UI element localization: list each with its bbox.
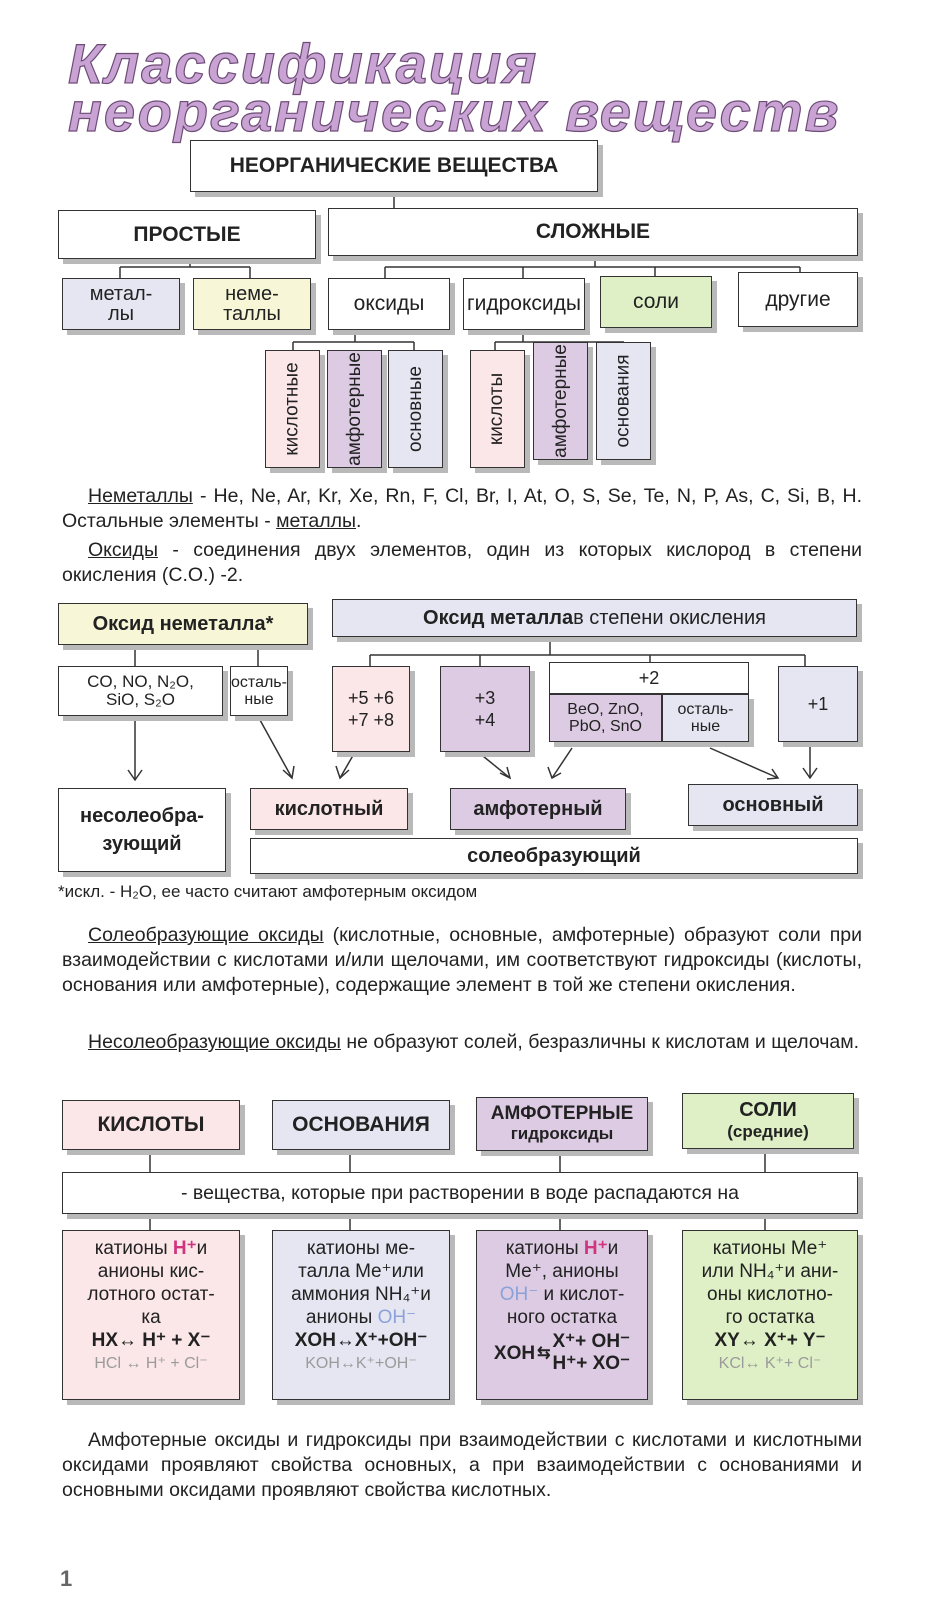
acidic-box: кислотный — [250, 788, 408, 830]
page-title-line1: Классификация — [67, 32, 539, 95]
hydroxides-box: гидроксиды — [463, 278, 585, 330]
oxidation-state-5-8-box: +5 +6 +7 +8 — [332, 666, 410, 752]
acidic-oxides-box: кислотные — [265, 350, 320, 468]
nonmetal-oxide-box: Оксид неметалла* — [58, 603, 308, 645]
simple-substances-box: ПРОСТЫЕ — [58, 210, 316, 259]
basic-oxides-box: основные — [388, 350, 443, 468]
oxides-box: оксиды — [328, 278, 450, 330]
bases-box: основания — [596, 342, 651, 460]
amphoteric-dissociation-box: катионы H⁺и Me⁺, анионы OH⁻ и кислот- но… — [476, 1230, 648, 1400]
amphoteric-2-oxides-box: BeO, ZnO, PbO, SnO — [549, 694, 662, 742]
others-box: другие — [738, 272, 858, 327]
metals-box: метал- лы — [62, 278, 180, 330]
acids-dissociation-box: катионы H⁺и анионы кис- лотного остат- к… — [62, 1230, 240, 1400]
amphoteric-hydroxides-box: амфотерные — [533, 342, 588, 460]
nonmetals-paragraph: Неметаллы - He, Ne, Ar, Kr, Xe, Rn, F, C… — [62, 485, 862, 532]
oxidation-state-2-box: +2 — [549, 662, 749, 694]
metal-oxide-box: Оксид металла в степени окисления — [332, 599, 857, 637]
nonsalt-oxide-list-box: CO, NO, N₂O, SiO, S₂O — [58, 666, 223, 716]
salt-forming-box: солеобразующий — [250, 838, 858, 874]
salts-box: соли — [600, 276, 712, 328]
salt-forming-paragraph: Солеобразующие оксиды (кислотные, основн… — [62, 924, 862, 996]
oxidation-state-3-4-box: +3 +4 — [440, 666, 530, 752]
nonsalt-forming-paragraph: Несолеобразующие оксиды не образуют соле… — [88, 1031, 860, 1053]
other-nonmetal-oxides-box: осталь- ные — [230, 666, 288, 716]
amphoteric-box: амфотерный — [450, 788, 626, 830]
page-number: 1 — [60, 1566, 73, 1591]
salts-header-box: СОЛИ(средние) — [682, 1093, 854, 1149]
footnote: *искл. - H₂O, ее часто считают амфотерны… — [58, 882, 478, 901]
nonmetals-box: неме- таллы — [193, 278, 311, 330]
nonsalt-forming-box: несолеобра- зующий — [58, 788, 226, 872]
oxidation-state-1-box: +1 — [778, 666, 858, 742]
amphoteric-oxides-box: амфотерные — [327, 350, 382, 468]
complex-substances-box: СЛОЖНЫЕ — [328, 208, 858, 256]
amphoteric-paragraph: Амфотерные оксиды и гидроксиды при взаим… — [62, 1429, 862, 1501]
salts-dissociation-box: катионы Me⁺ или NH₄⁺и ани- оны кислотно-… — [682, 1230, 858, 1400]
basic-box: основный — [688, 784, 858, 826]
bases-header-box: ОСНОВАНИЯ — [272, 1100, 450, 1150]
oxides-paragraph: Оксиды - соединения двух элементов, один… — [62, 539, 862, 586]
other-2-oxides-box: осталь- ные — [662, 694, 749, 742]
acids-box: кислоты — [470, 350, 525, 468]
inorganic-substances-box: НЕОРГАНИЧЕСКИЕ ВЕЩЕСТВА — [190, 140, 598, 192]
page-title-line2: неорганических веществ — [67, 80, 841, 143]
acids-header-box: КИСЛОТЫ — [62, 1100, 240, 1150]
bases-dissociation-box: катионы ме- талла Me⁺или аммония NH₄⁺и а… — [272, 1230, 450, 1400]
dissociation-statement-box: - вещества, которые при растворении в во… — [62, 1172, 858, 1214]
